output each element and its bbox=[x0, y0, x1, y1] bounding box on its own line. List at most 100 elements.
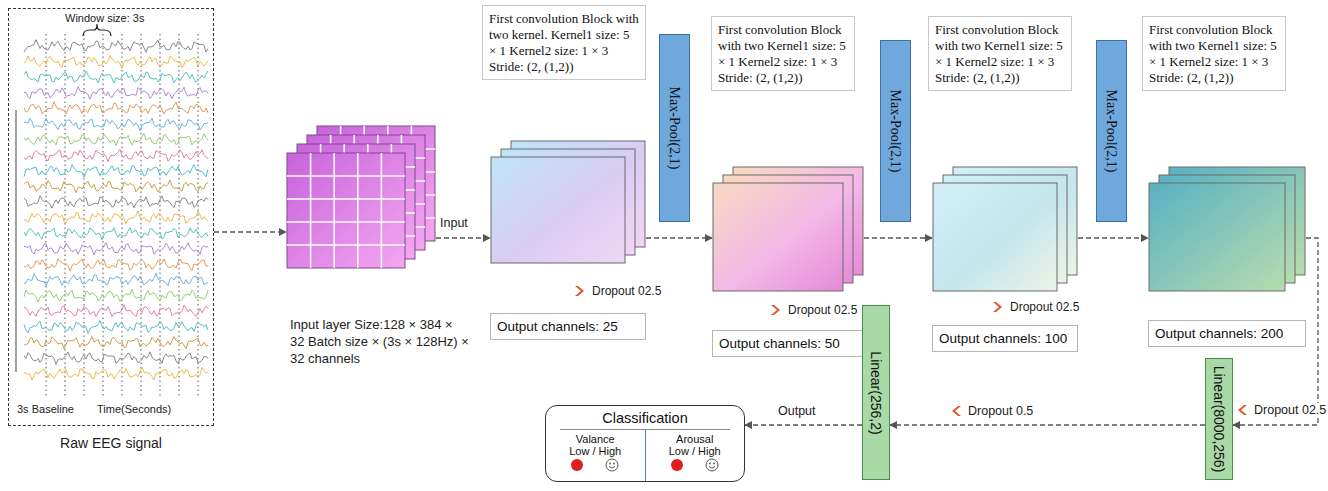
channel-count: Output channels: 25 bbox=[490, 313, 646, 340]
eeg-trace bbox=[24, 149, 208, 162]
dropout-chevron bbox=[574, 286, 586, 296]
label-text: Dropout 02.5 bbox=[785, 303, 860, 317]
layer-name: Linear(8000,256) bbox=[1211, 366, 1227, 473]
eeg-trace bbox=[24, 320, 208, 333]
block-text: First convolution Block with two Kernel1… bbox=[718, 22, 848, 85]
grid-line bbox=[287, 198, 405, 200]
edge-label: Dropout 0.5 bbox=[950, 404, 1036, 418]
input-tensor-slice bbox=[287, 153, 405, 268]
maxpool-layer: Max-Pool(2,1) bbox=[1096, 40, 1127, 222]
eeg-trace bbox=[24, 289, 208, 301]
flow-arrow bbox=[864, 237, 932, 238]
label-text: Dropout 02.5 bbox=[1007, 300, 1082, 314]
feature-map bbox=[713, 183, 843, 291]
eeg-trace bbox=[24, 118, 208, 131]
layer-name: Linear(256,2) bbox=[868, 351, 884, 434]
label-text: Input bbox=[437, 216, 471, 230]
channel-count: Output channels: 50 bbox=[712, 330, 864, 357]
class-column: ArousalLow / High bbox=[645, 430, 745, 481]
tensor-stack bbox=[712, 166, 864, 292]
window-size-label: Window size: 3s bbox=[62, 12, 147, 24]
edge-label: Output bbox=[775, 404, 819, 418]
block-description: First convolution Block with two Kernel1… bbox=[1142, 16, 1286, 91]
eeg-trace bbox=[24, 305, 208, 317]
label-text: Dropout 02.5 bbox=[589, 284, 664, 298]
eeg-trace bbox=[24, 196, 208, 209]
label-text: Dropout 02.5 bbox=[1251, 403, 1328, 417]
eeg-trace bbox=[24, 165, 208, 178]
flow-arrow bbox=[436, 237, 490, 238]
eeg-trace bbox=[24, 40, 208, 53]
grid-line bbox=[287, 175, 405, 177]
linear-layer: Linear(8000,256) bbox=[1205, 358, 1233, 480]
grid-line bbox=[333, 153, 335, 268]
eeg-trace bbox=[24, 211, 208, 224]
maxpool-layer: Max-Pool(2,1) bbox=[659, 34, 690, 222]
eeg-trace bbox=[24, 180, 208, 193]
label-text: Output bbox=[775, 404, 819, 418]
target-classes: Low / High bbox=[646, 445, 745, 457]
tensor-stack bbox=[932, 166, 1078, 292]
edge-label: Input bbox=[437, 216, 471, 230]
feature-map bbox=[491, 157, 625, 263]
label-text: Dropout 0.5 bbox=[965, 404, 1036, 418]
flow-arrow bbox=[745, 424, 862, 425]
tensor-stack bbox=[490, 140, 646, 264]
grid-line bbox=[381, 153, 383, 268]
class-icons bbox=[660, 457, 730, 473]
label-text: 3s Baseline bbox=[14, 403, 77, 415]
maxpool-layer: Max-Pool(2,1) bbox=[880, 40, 911, 222]
input-layer: Input layer Size:128 × 384 × 32 Batch si… bbox=[286, 125, 436, 270]
window-divider bbox=[198, 34, 199, 398]
grid-line bbox=[287, 244, 405, 246]
flow-arrow bbox=[646, 237, 712, 238]
eeg-trace bbox=[24, 102, 208, 114]
block-text: First convolution Block with two Kernel1… bbox=[1149, 22, 1279, 85]
label-text: Time(Seconds) bbox=[94, 403, 174, 415]
class-column: ValanceLow / High bbox=[546, 430, 645, 481]
block-description: First convolution Block with two Kernel1… bbox=[711, 16, 855, 91]
eeg-trace bbox=[24, 134, 208, 146]
eeg-trace bbox=[24, 367, 208, 380]
layer-name: Max-Pool(2,1) bbox=[1104, 90, 1120, 173]
dropout-chevron bbox=[770, 305, 782, 315]
grid-line bbox=[357, 153, 359, 268]
dropout-chevron bbox=[1236, 405, 1248, 415]
layer-name: Max-Pool(2,1) bbox=[888, 90, 904, 173]
dropout-label: Dropout 02.5 bbox=[574, 284, 664, 298]
window-divider bbox=[103, 34, 104, 398]
flow-arrow bbox=[1078, 237, 1148, 238]
linear-layer: Linear(256,2) bbox=[862, 305, 890, 480]
label-text: Window size: 3s bbox=[62, 12, 147, 24]
grid-line bbox=[287, 221, 405, 223]
feature-block: Output channels: 50 bbox=[712, 166, 864, 292]
box-title: Classification bbox=[560, 406, 730, 430]
feature-block: Output channels: 100 bbox=[932, 166, 1078, 292]
block-text: First convolution Block with two kernel.… bbox=[489, 11, 639, 74]
dropout-label: Dropout 02.5 bbox=[992, 300, 1082, 314]
smiley-icon bbox=[706, 459, 718, 471]
block-text: First convolution Block with two Kernel1… bbox=[935, 22, 1065, 85]
target-classes: Low / High bbox=[546, 445, 645, 457]
dropout-chevron bbox=[992, 302, 1004, 312]
block-description: First convolution Block with two Kernel1… bbox=[928, 16, 1072, 91]
eeg-trace bbox=[24, 259, 208, 271]
feature-block: Output channels: 200 bbox=[1148, 166, 1306, 292]
time-axis-label: Time(Seconds) bbox=[94, 403, 174, 415]
window-divider bbox=[65, 34, 66, 398]
channel-count: Output channels: 100 bbox=[932, 325, 1078, 352]
flow-arrow bbox=[890, 424, 1205, 425]
flow-arrow bbox=[214, 231, 286, 232]
low-dot bbox=[671, 459, 683, 471]
class-icons bbox=[560, 457, 630, 473]
eeg-trace bbox=[24, 273, 208, 285]
smiley-icon bbox=[606, 459, 618, 471]
target-name: Arousal bbox=[646, 433, 745, 445]
tensor-stack bbox=[1148, 166, 1306, 292]
amplitude-axis bbox=[16, 110, 17, 372]
layer-name: Max-Pool(2,1) bbox=[667, 87, 683, 170]
eeg-trace bbox=[24, 352, 208, 365]
feature-map bbox=[933, 183, 1057, 291]
eeg-trace bbox=[24, 243, 208, 255]
